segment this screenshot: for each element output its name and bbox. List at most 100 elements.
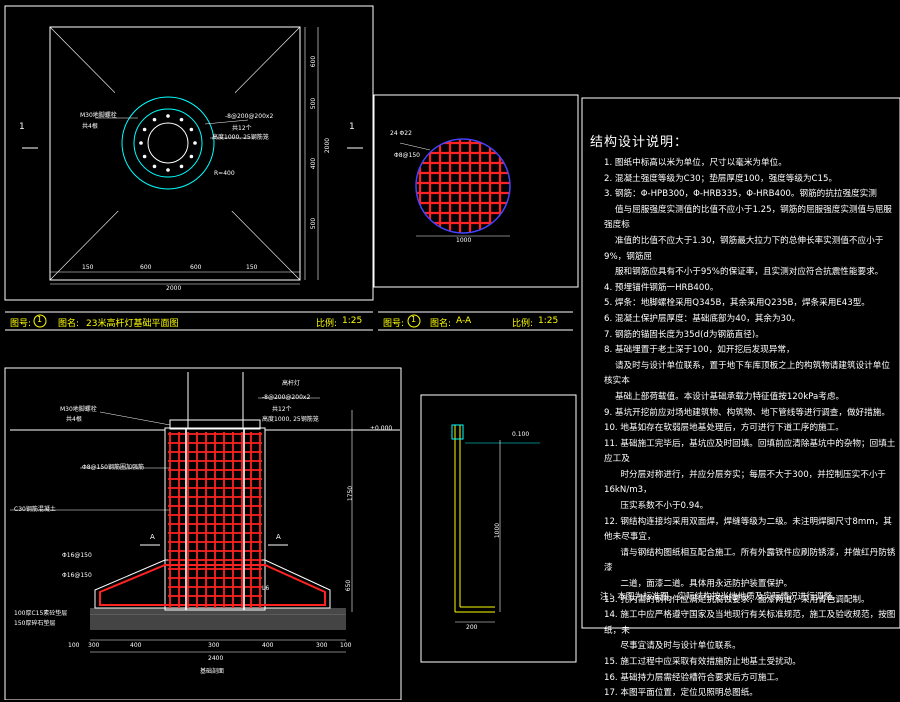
rebar-dot: [152, 164, 157, 169]
elev-bolt-label-2: 共4根: [66, 416, 82, 423]
elev-dim-bottom-7: 100: [340, 642, 352, 649]
elev-dim-bottom-5: 400: [262, 642, 274, 649]
elev-dim-right-lower: 650: [345, 579, 353, 592]
title-scale-value: 1:25: [342, 316, 363, 326]
plan-dim-right-4: 500: [310, 217, 318, 230]
notes-frame: [581, 97, 900, 629]
note-item: 请与钢结构图纸相互配合施工。所有外露铁件应刷防锈漆，并做红丹防锈漆: [604, 547, 896, 574]
elevation-rebar-cage: [168, 432, 262, 608]
note-item: 基础上部荷载值。本设计基础承载力特征值按120kPa考虑。: [604, 391, 845, 402]
design-notes: 结构设计说明： 1. 图纸中标高以米为单位，尺寸以毫米为单位。 2. 混凝土强度…: [582, 98, 900, 698]
rebar-dot: [189, 127, 194, 132]
note-item: 服和钢筋应具有不小于95%的保证率，且实测对应符合抗震性能要求。: [604, 267, 884, 278]
plan-dim-right-2: 500: [310, 97, 318, 110]
plan-bolt-label-1: M30地脚螺栓: [80, 112, 117, 119]
plan-rebar-label-1: -8@200@200x2: [225, 113, 274, 120]
elev-cut-mark-left: A: [150, 533, 155, 541]
plan-outer-label: 高度1000, 25钢筋笼: [212, 134, 269, 141]
section-label-top: 24 Φ22: [390, 130, 412, 137]
note-item: 7. 钢筋的锚固长度为35d(d为钢筋直径)。: [604, 329, 764, 340]
elev-ground-level: ±0.000: [370, 425, 393, 432]
plan-rebar-label-2: 共12个: [232, 125, 252, 132]
rebar-dot: [189, 154, 194, 159]
notes-list: 1. 图纸中标高以米为单位，尺寸以毫米为单位。 2. 混凝土强度等级为C30；垫…: [604, 156, 896, 702]
plan-dim-total-bottom: 2000: [166, 285, 182, 292]
rebar-dot: [179, 164, 184, 169]
elevation-blinding: [90, 608, 346, 615]
rebar-dot: [179, 117, 184, 122]
section-frame: [373, 94, 579, 288]
plan-rebar-dots: [139, 114, 197, 172]
anchor-level-label: 0.100: [512, 431, 530, 438]
note-item: 2. 混凝土强度等级为C30；垫层厚度100，强度等级为C15。: [604, 173, 838, 184]
elevation-footing-rebar: [99, 564, 326, 606]
title-fig-label: 图号:: [10, 319, 32, 329]
anchor-frame: [420, 394, 577, 663]
note-item: 17. 本图平面位置，定位见照明总图纸。: [604, 688, 758, 699]
note-item: 1. 图纸中标高以米为单位，尺寸以毫米为单位。: [604, 158, 787, 168]
note-item: 15. 施工过程中应采取有效措施防止地基土受扰动。: [604, 657, 801, 667]
title-name-label: 图名:: [58, 319, 80, 329]
note-item: 4. 预埋锚件钢筋一HRB400。: [604, 282, 719, 293]
plan-dim-total-right: 2000: [324, 137, 332, 154]
note-item: 10. 地基如存在软弱层地基处理后，方可进行下道工序的施工。: [604, 423, 844, 434]
anchor-dim-bottom-label: 200: [466, 624, 478, 631]
section-circle-outline: [415, 138, 511, 234]
elev-bolt-label-1: M30地脚螺栓: [60, 406, 97, 413]
elev-dim-total-bottom: 2400: [208, 655, 224, 662]
rebar-dot: [139, 141, 143, 145]
title-name-value-2: A-A: [456, 316, 472, 326]
note-item: 值与屈服强度实测值的比值不应小于1.25，钢筋的屈服强度实测值与屈服强度标: [604, 204, 892, 231]
elev-rebar-label-1: -8@200@200x2: [262, 394, 311, 401]
title-scale-label-2: 比例:: [512, 319, 534, 329]
notes-footer: 注：本图为标准图，实际结构按当地地质及实际情况进行调整。: [600, 592, 841, 602]
plan-footing-outline: [49, 26, 301, 281]
note-item: 9. 基坑开挖前应对场地建筑物、构筑物、地下管线等进行调查，做好措施。: [604, 407, 890, 418]
plan-dim-right-1: 600: [310, 55, 318, 68]
elev-bottom-caption: 基础剖面: [200, 668, 225, 675]
elev-rebar-label-2: 共12个: [272, 406, 292, 413]
note-item: 14. 施工中应严格遵守国家及当地现行有关标准规范，施工及验收规范，按图纸，未: [604, 610, 896, 636]
elev-dim-bottom-4: 300: [208, 642, 220, 649]
elev-dim-bottom-6: 300: [316, 642, 328, 649]
elev-left-label-2: Φ16@150: [62, 572, 92, 579]
plan-dim-bottom-2: 600: [140, 264, 152, 271]
elevation-base-plate: [169, 419, 261, 430]
elevation-leader-1: [99, 411, 171, 426]
note-item: 5. 焊条：地脚螺栓采用Q345B，其余采用Q235B，焊条采用E43型。: [604, 298, 870, 309]
rebar-dot: [142, 154, 147, 159]
elevation-pedestal: [164, 427, 266, 611]
plan-section-mark-left: 1: [19, 122, 25, 132]
note-item: 13. 孔内需的钢构件应满足抗腐蚀要求，面漆两道，采用青色调配制。: [604, 594, 870, 605]
title-fig-label-2: 图号:: [383, 319, 405, 329]
plan-pedestal: [115, 91, 235, 211]
section-label-mid: Φ8@150: [394, 152, 420, 159]
note-item: 时分层对称进行，并应分层夯实；每层不大于300，并控制压实不小于16kN/m3，: [604, 469, 887, 496]
note-item: 16. 基础持力层需经验槽符合要求后方可施工。: [604, 672, 784, 683]
rebar-dot: [193, 141, 197, 145]
title-name-label-2: 图名:: [430, 319, 452, 329]
plan-leader-2: [204, 119, 249, 125]
plan-bolt-label-2: 共4根: [82, 123, 98, 130]
elev-cage-label: 高度1000, 25钢筋笼: [262, 416, 319, 423]
title-scale-label: 比例:: [316, 319, 338, 329]
note-item: 12. 钢结构连接均采用双面焊，焊缝等级为二级。未注明焊脚尺寸8mm，其他未尽事…: [604, 516, 892, 543]
elev-dim-right-upper: 1750: [347, 485, 355, 502]
elev-top-label: 高杆灯: [282, 380, 301, 387]
rebar-dot: [166, 168, 170, 172]
note-item: 压实系数不小于0.94。: [604, 501, 709, 512]
title-scale-value-2: 1:25: [538, 316, 559, 326]
elev-c30-label: C30钢筋混凝土: [14, 506, 56, 513]
plan-dim-bottom-3: 600: [190, 264, 202, 271]
anchor-bolt-thread: [451, 424, 464, 440]
elev-tie-label: Φ8@150钢筋圈加强筋: [82, 464, 144, 471]
fig-num-circle-2: [407, 314, 421, 328]
elev-left-label-3: 100厚C15素砼垫层: [14, 610, 68, 617]
note-item: 3. 钢筋：Φ-HPB300，Φ-HRB335，Φ-HRB400。钢筋的抗拉强度…: [604, 189, 877, 200]
anchor-dim-vertical-label: 1000: [494, 522, 502, 539]
elev-dim-bottom-3: 400: [130, 642, 142, 649]
elevation-footing: [94, 559, 331, 609]
plan-dim-bottom-4: 150: [246, 264, 258, 271]
title-name-value: 23米高杆灯基础平面图: [86, 319, 179, 329]
